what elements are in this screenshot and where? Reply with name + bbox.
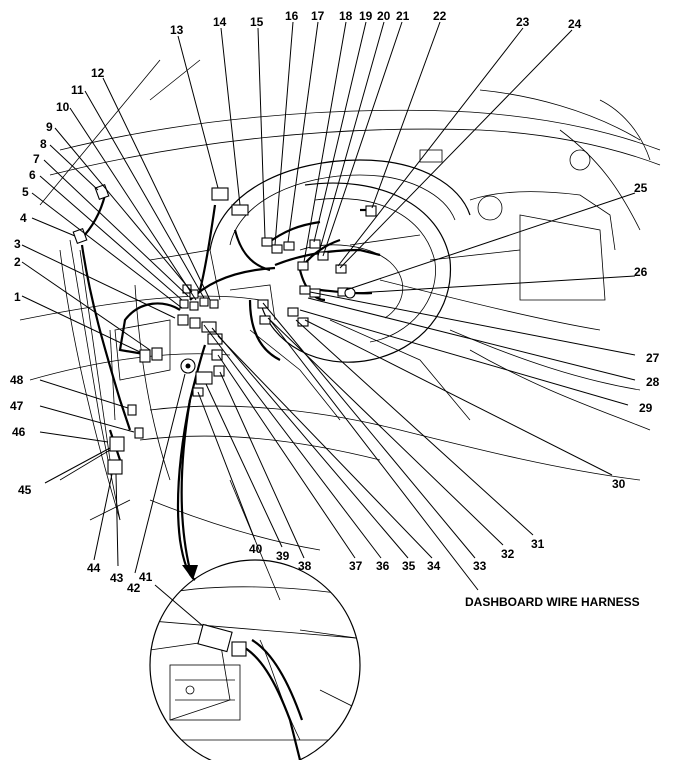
dashboard-outline [19,59,661,601]
callout-28: 28 [646,375,660,389]
callout-15: 15 [250,15,264,29]
callout-5: 5 [22,185,29,199]
callout-18: 18 [339,9,353,23]
callout-25: 25 [634,181,648,195]
callout-35: 35 [402,559,416,573]
callout-12: 12 [91,66,105,80]
harness-routes [79,194,381,581]
callout-26: 26 [634,265,648,279]
callout-2: 2 [14,255,21,269]
callout-34: 34 [427,559,441,573]
detail-arrow [180,399,198,580]
harness-caption: DASHBOARD WIRE HARNESS [465,595,640,609]
callout-24: 24 [568,17,582,31]
callout-32: 32 [501,547,515,561]
callout-40: 40 [249,542,263,556]
callout-42: 42 [127,581,141,595]
callout-9: 9 [46,120,53,134]
callout-16: 16 [285,9,299,23]
callout-4: 4 [20,211,27,225]
callout-11: 11 [71,83,84,97]
callout-48: 48 [10,373,24,387]
callout-43: 43 [110,571,124,585]
callout-44: 44 [87,561,101,575]
callout-22: 22 [433,9,447,23]
detail-view [149,559,361,760]
callout-23: 23 [516,15,530,29]
callout-8: 8 [40,137,47,151]
callout-6: 6 [29,168,36,182]
callout-20: 20 [377,9,391,23]
callout-13: 13 [170,23,184,37]
callout-47: 47 [10,399,24,413]
callout-29: 29 [639,401,653,415]
callout-14: 14 [213,15,227,29]
callout-10: 10 [56,100,70,114]
callout-33: 33 [473,559,487,573]
callout-31: 31 [531,537,545,551]
callout-21: 21 [396,9,410,23]
callout-46: 46 [12,425,26,439]
callout-30: 30 [612,477,626,491]
callout-7: 7 [33,152,40,166]
callout-labels: 1 2 3 4 5 6 7 8 9 10 11 12 13 14 15 16 1… [10,9,660,595]
callout-27: 27 [646,351,660,365]
callout-41: 41 [139,570,153,584]
callout-19: 19 [359,9,373,23]
leader-lines [21,21,636,633]
callout-1: 1 [14,290,21,304]
callout-17: 17 [311,9,325,23]
callout-3: 3 [14,237,21,251]
callout-45: 45 [18,483,32,497]
callout-39: 39 [276,549,290,563]
callout-37: 37 [349,559,363,573]
callout-38: 38 [298,559,312,573]
callout-36: 36 [376,559,390,573]
